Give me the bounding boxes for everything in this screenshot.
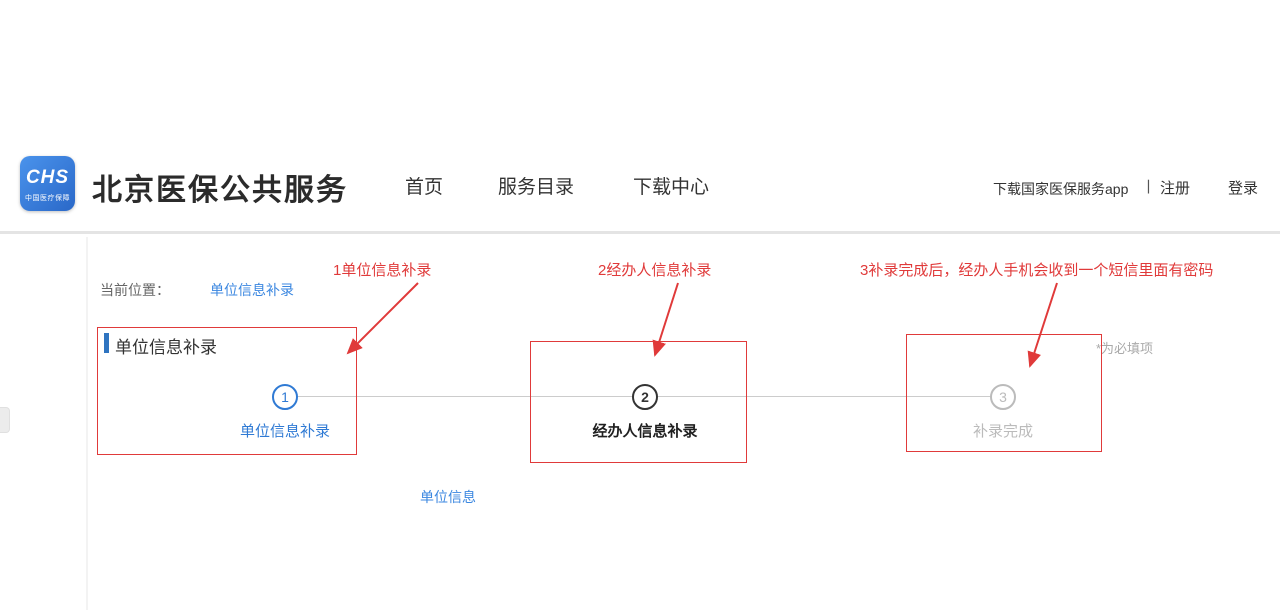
- section-title: 单位信息补录: [115, 338, 217, 357]
- header-divider: 丨: [1141, 179, 1157, 196]
- chs-logo[interactable]: CHS 中国医疗保障: [20, 156, 75, 211]
- step-label-complete: 补录完成: [972, 423, 1033, 440]
- step-circle-2: 2: [632, 384, 658, 410]
- section-title-bar: [104, 333, 109, 353]
- required-fields-note: *为必填项: [1096, 341, 1154, 356]
- left-edge-collapse-tab[interactable]: [0, 407, 10, 433]
- nav-item-home[interactable]: 首页: [405, 177, 444, 198]
- nav-item-service-catalog[interactable]: 服务目录: [498, 177, 575, 198]
- step-label-agent-info: 经办人信息补录: [592, 423, 698, 440]
- annotation-text-2: 2经办人信息补录: [598, 262, 712, 279]
- sub-section-unit-info[interactable]: 单位信息: [420, 489, 476, 505]
- breadcrumb-label: 当前位置：: [100, 282, 170, 298]
- annotation-text-1: 1单位信息补录: [333, 262, 432, 279]
- site-header: CHS 中国医疗保障 北京医保公共服务 首页 服务目录 下载中心 下载国家医保服…: [0, 140, 1280, 234]
- step-circle-3: 3: [990, 384, 1016, 410]
- chs-logo-text: CHS: [25, 167, 70, 188]
- download-app-link[interactable]: 下载国家医保服务app: [993, 181, 1129, 197]
- site-title: 北京医保公共服务: [92, 174, 348, 207]
- annotation-text-3: 3补录完成后，经办人手机会收到一个短信里面有密码: [860, 262, 1214, 279]
- annotation-box-3: [906, 334, 1102, 452]
- register-link[interactable]: 注册: [1160, 180, 1191, 197]
- step-circle-1: 1: [272, 384, 298, 410]
- annotation-arrow-1: [346, 282, 419, 355]
- chs-logo-subtext: 中国医疗保障: [25, 195, 70, 202]
- nav-item-download-center[interactable]: 下载中心: [633, 177, 710, 198]
- step-label-unit-info[interactable]: 单位信息补录: [239, 423, 330, 440]
- breadcrumb-current[interactable]: 单位信息补录: [210, 282, 294, 298]
- login-link[interactable]: 登录: [1228, 180, 1259, 197]
- annotation-box-2: [530, 341, 747, 463]
- annotation-box-1: [97, 327, 357, 455]
- content-left-edge: [86, 237, 88, 610]
